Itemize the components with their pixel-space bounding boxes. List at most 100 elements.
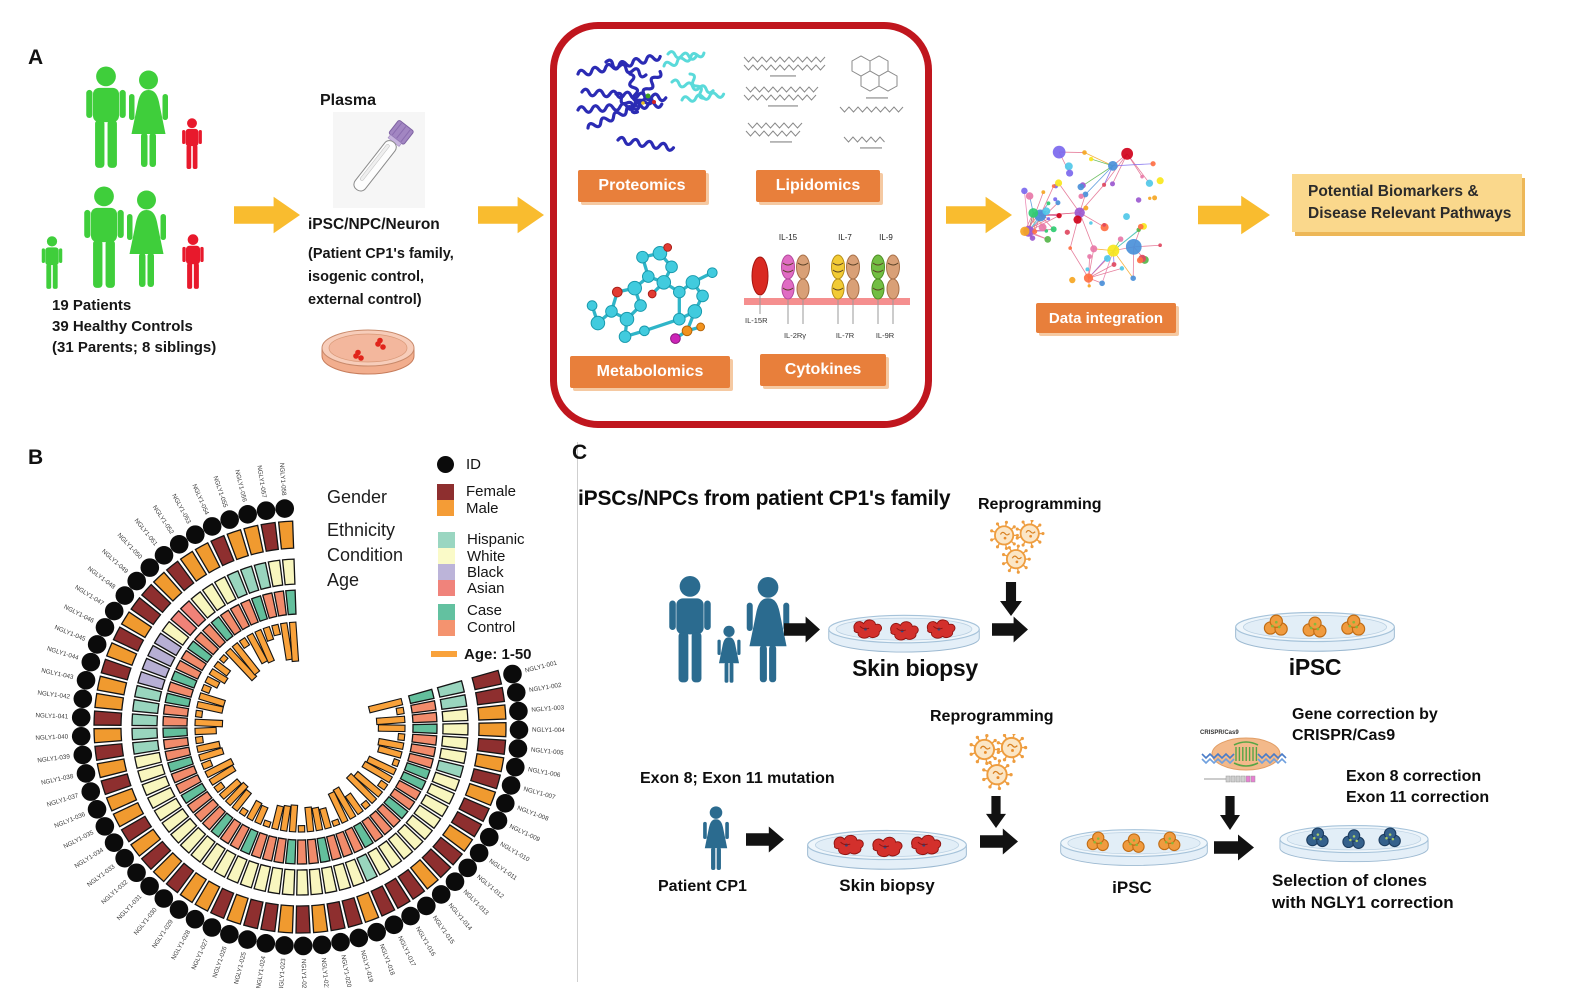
svg-text:NGLY1-040: NGLY1-040 — [35, 733, 69, 741]
svg-text:NGLY1-034: NGLY1-034 — [73, 846, 105, 870]
legend-case-label: Case — [467, 602, 503, 619]
panel-divider — [577, 442, 578, 982]
legend-asian-label: Asian — [467, 580, 505, 597]
blood-tube-icon — [333, 112, 425, 208]
legend-white-label: White — [467, 548, 506, 565]
panel-c-label: C — [572, 441, 588, 464]
svg-text:NGLY1-058: NGLY1-058 — [278, 463, 287, 497]
svg-text:NGLY1-004: NGLY1-004 — [532, 727, 565, 734]
legend-id-label: ID — [466, 456, 481, 473]
plasma-label: Plasma — [320, 92, 377, 109]
svg-text:NGLY1-005: NGLY1-005 — [531, 747, 565, 757]
svg-text:NGLY1-021: NGLY1-021 — [320, 957, 330, 988]
cohort-line: 19 Patients — [52, 297, 132, 314]
patient-cp1-icon — [698, 806, 734, 872]
il15-label: IL-15 — [779, 233, 798, 242]
svg-text:NGLY1-039: NGLY1-039 — [37, 753, 71, 764]
svg-text:NGLY1-036: NGLY1-036 — [53, 811, 86, 830]
legend-hispanic-label: Hispanic — [467, 531, 525, 548]
ipsc-dish — [1235, 611, 1395, 652]
step-arrow-icon — [980, 828, 1018, 855]
svg-text:NGLY1-017: NGLY1-017 — [396, 935, 417, 968]
svg-text:NGLY1-030: NGLY1-030 — [133, 906, 159, 936]
svg-text:NGLY1-048: NGLY1-048 — [86, 565, 117, 591]
svg-text:NGLY1-025: NGLY1-025 — [233, 951, 248, 985]
down-arrow-icon — [1000, 582, 1022, 616]
family-child-icon — [716, 622, 742, 688]
crispr-tiny-label: CRISPR/Cas9 — [1200, 730, 1239, 736]
il9r-label: IL-9R — [876, 331, 895, 340]
svg-text:NGLY1-027: NGLY1-027 — [190, 938, 210, 971]
protein-structure-illustration — [576, 50, 726, 152]
svg-text:NGLY1-018: NGLY1-018 — [378, 943, 396, 977]
svg-text:NGLY1-042: NGLY1-042 — [37, 690, 71, 701]
svg-text:NGLY1-013: NGLY1-013 — [462, 889, 491, 917]
crispr-cas9-illustration — [1201, 737, 1287, 783]
sample-subtitle-line: external control) — [308, 292, 422, 308]
track-label-age: Age — [327, 570, 360, 590]
selection-label: Selection of clones with NGLY1 correctio… — [1272, 870, 1454, 914]
legend-control-swatch — [438, 620, 455, 636]
family-woman-icon — [122, 70, 175, 170]
svg-text:NGLY1-047: NGLY1-047 — [73, 584, 105, 608]
svg-text:NGLY1-008: NGLY1-008 — [516, 805, 550, 823]
svg-text:NGLY1-010: NGLY1-010 — [499, 841, 531, 864]
flow-arrow-icon — [478, 196, 544, 234]
svg-text:NGLY1-052: NGLY1-052 — [151, 504, 175, 536]
svg-text:NGLY1-056: NGLY1-056 — [233, 469, 248, 503]
patient-cp1-label: Patient CP1 — [658, 878, 747, 895]
sample-subtitle: (Patient CP1's family, isogenic control,… — [308, 243, 454, 312]
virus-icons — [990, 520, 1045, 574]
svg-text:NGLY1-020: NGLY1-020 — [339, 954, 352, 988]
svg-text:NGLY1-007: NGLY1-007 — [523, 786, 557, 802]
svg-text:NGLY1-019: NGLY1-019 — [359, 950, 375, 984]
svg-text:NGLY1-002: NGLY1-002 — [529, 682, 563, 694]
svg-text:NGLY1-022: NGLY1-022 — [300, 959, 307, 988]
track-label-condition: Condition — [327, 545, 404, 565]
lipid-structures-illustration — [743, 55, 904, 149]
svg-text:NGLY1-009: NGLY1-009 — [508, 823, 541, 844]
svg-text:NGLY1-041: NGLY1-041 — [35, 712, 69, 720]
panel-c-title: iPSCs/NPCs from patient CP1's family — [578, 487, 951, 510]
sample-title: iPSC/NPC/Neuron — [308, 216, 440, 233]
ipsc-dish — [1060, 829, 1208, 866]
gene-correction-line: Gene correction by — [1292, 706, 1438, 723]
legend-id-icon — [437, 456, 454, 473]
outcome-line: Potential Biomarkers & — [1308, 183, 1479, 200]
svg-text:NGLY1-035: NGLY1-035 — [63, 829, 96, 850]
metabolomics-box: Metabolomics — [570, 356, 730, 388]
data-integration-box: Data integration — [1036, 303, 1176, 333]
legend-age-label: Age: 1-50 — [464, 646, 532, 663]
mutation-label: Exon 8; Exon 11 mutation — [640, 770, 835, 787]
proteomics-box: Proteomics — [578, 170, 706, 202]
step-arrow-icon — [1214, 834, 1254, 861]
svg-text:NGLY1-057: NGLY1-057 — [255, 465, 267, 499]
family-child-icon — [38, 236, 66, 290]
exon-correction-line: Exon 11 correction — [1346, 789, 1490, 806]
step-arrow-icon — [992, 616, 1028, 643]
track-label-ethnicity: Ethnicity — [327, 520, 396, 540]
svg-text:NGLY1-032: NGLY1-032 — [100, 879, 130, 906]
legend-hispanic-swatch — [438, 532, 455, 548]
svg-text:NGLY1-051: NGLY1-051 — [133, 517, 159, 547]
ipsc-label: iPSC — [1288, 654, 1342, 680]
skin-biopsy-dish — [828, 614, 980, 653]
gene-correction-label: Gene correction by CRISPR/Cas9 — [1292, 704, 1438, 746]
ipsc-label: iPSC — [1112, 878, 1152, 897]
outcome-line: Disease Relevant Pathways — [1308, 205, 1512, 222]
svg-text:NGLY1-003: NGLY1-003 — [531, 704, 565, 713]
svg-text:NGLY1-045: NGLY1-045 — [53, 624, 86, 643]
sample-subtitle-line: (Patient CP1's family, — [308, 246, 454, 262]
patient-child-icon — [178, 234, 208, 290]
selection-line: Selection of clones — [1272, 871, 1427, 890]
legend-female-label: Female — [466, 483, 517, 500]
svg-text:NGLY1-049: NGLY1-049 — [100, 548, 129, 575]
cohort-description: 19 Patients 39 Healthy Controls (31 Pare… — [52, 295, 216, 358]
flow-arrow-icon — [946, 196, 1012, 234]
svg-text:NGLY1-011: NGLY1-011 — [488, 858, 519, 883]
il7r-label: IL-7R — [836, 331, 855, 340]
family-woman-icon — [120, 190, 173, 290]
svg-text:NGLY1-026: NGLY1-026 — [211, 945, 228, 979]
legend-control-label: Control — [467, 619, 516, 636]
skin-biopsy-label: Skin biopsy — [852, 655, 978, 681]
